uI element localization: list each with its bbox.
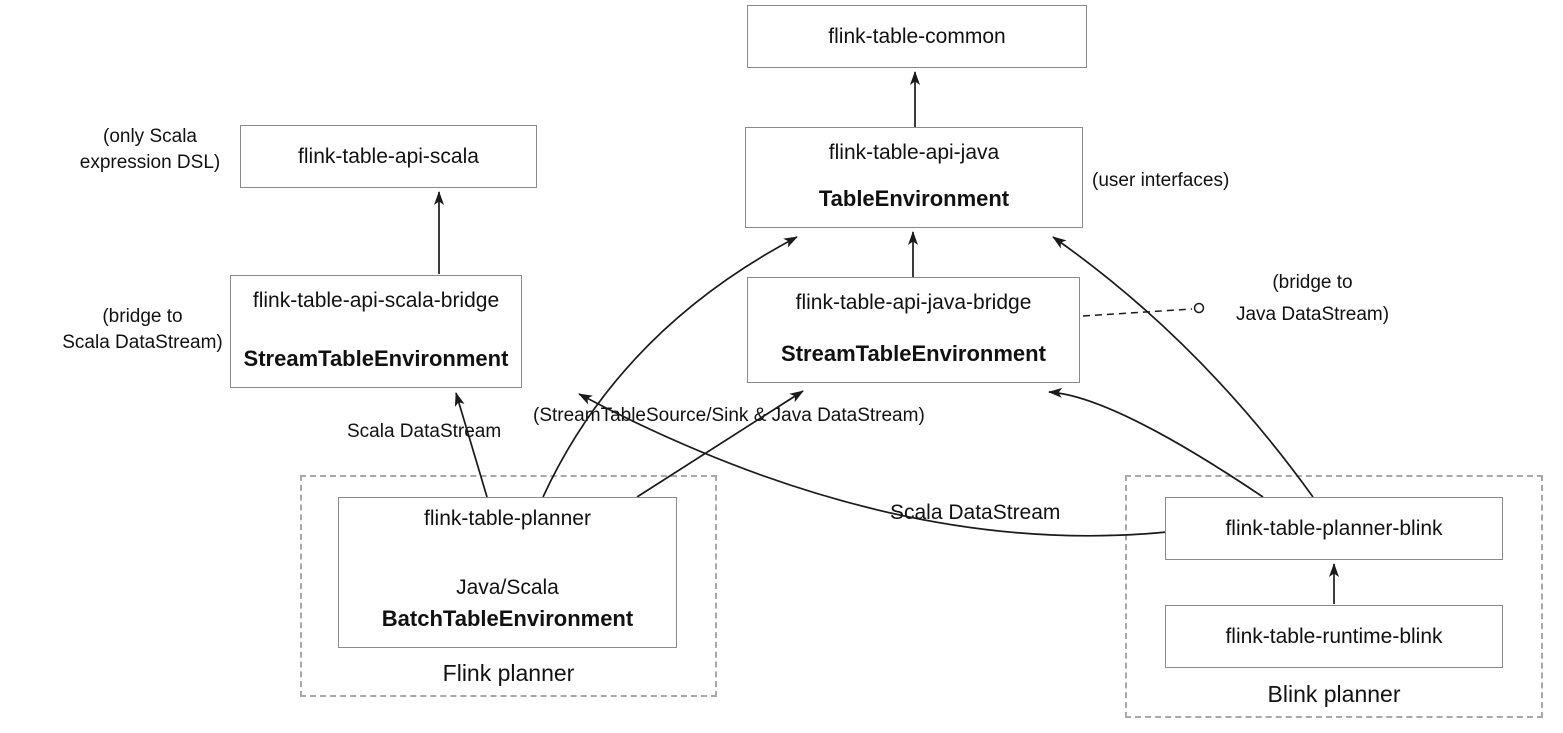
note-bridge-to-scala-datastream: (bridge to Scala DataStream)	[30, 304, 255, 356]
note-bridge-scala-line2: Scala DataStream)	[62, 332, 223, 353]
box-flink-table-api-java-class: TableEnvironment	[818, 186, 1010, 211]
box-flink-table-runtime-blink: flink-table-runtime-blink	[1165, 605, 1503, 668]
box-flink-table-common-title: flink-table-common	[828, 24, 1006, 48]
box-flink-table-runtime-blink-title: flink-table-runtime-blink	[1225, 624, 1443, 648]
box-flink-table-api-scala-bridge: flink-table-api-scala-bridge StreamTable…	[230, 275, 522, 388]
box-flink-table-api-java-bridge-class: StreamTableEnvironment	[781, 341, 1046, 366]
box-flink-table-planner-blink: flink-table-planner-blink	[1165, 497, 1503, 560]
box-flink-table-common: flink-table-common	[747, 5, 1087, 68]
note-user-interfaces: (user interfaces)	[1092, 170, 1230, 191]
edge-java-bridge-dashed-note	[1082, 308, 1193, 317]
note-bridge-java-line1: (bridge to	[1272, 272, 1353, 293]
box-flink-table-api-java-bridge-title: flink-table-api-java-bridge	[795, 291, 1032, 314]
box-flink-table-planner-title: flink-table-planner	[424, 507, 591, 530]
box-flink-table-api-scala: flink-table-api-scala	[240, 125, 537, 188]
box-flink-table-planner-lang: Java/Scala	[456, 576, 559, 599]
box-flink-table-planner-class: BatchTableEnvironment	[381, 606, 634, 631]
box-flink-table-api-scala-bridge-title: flink-table-api-scala-bridge	[252, 289, 500, 312]
note-bridge-scala-line1: (bridge to	[102, 306, 183, 327]
note-only-scala-expression-dsl: (only Scala expression DSL)	[40, 124, 260, 176]
box-flink-table-planner-blink-title: flink-table-planner-blink	[1225, 516, 1443, 540]
box-flink-table-planner: flink-table-planner Java/Scala BatchTabl…	[338, 497, 677, 648]
box-flink-table-api-java: flink-table-api-java TableEnvironment	[745, 127, 1083, 228]
box-flink-table-api-scala-title: flink-table-api-scala	[298, 144, 479, 168]
box-flink-table-api-java-bridge: flink-table-api-java-bridge StreamTableE…	[747, 277, 1080, 383]
note-scala-datastream-right: Scala DataStream	[890, 501, 1061, 524]
note-bridge-to-java-datastream: (bridge to Java DataStream)	[1205, 267, 1420, 331]
group-blink-planner-label: Blink planner	[1267, 681, 1401, 707]
box-flink-table-api-java-title: flink-table-api-java	[828, 141, 1000, 164]
note-streamtablesource-sink: (StreamTableSource/Sink & Java DataStrea…	[533, 405, 925, 426]
note-only-scala-line2: expression DSL)	[79, 152, 221, 173]
group-flink-planner-label: Flink planner	[442, 660, 575, 686]
dashed-note-endpoint-circle	[1193, 302, 1205, 314]
box-flink-table-api-scala-bridge-class: StreamTableEnvironment	[243, 346, 509, 371]
note-only-scala-line1: (only Scala	[103, 126, 197, 147]
note-bridge-java-line2: Java DataStream)	[1235, 304, 1390, 325]
note-scala-datastream-left: Scala DataStream	[347, 421, 502, 442]
